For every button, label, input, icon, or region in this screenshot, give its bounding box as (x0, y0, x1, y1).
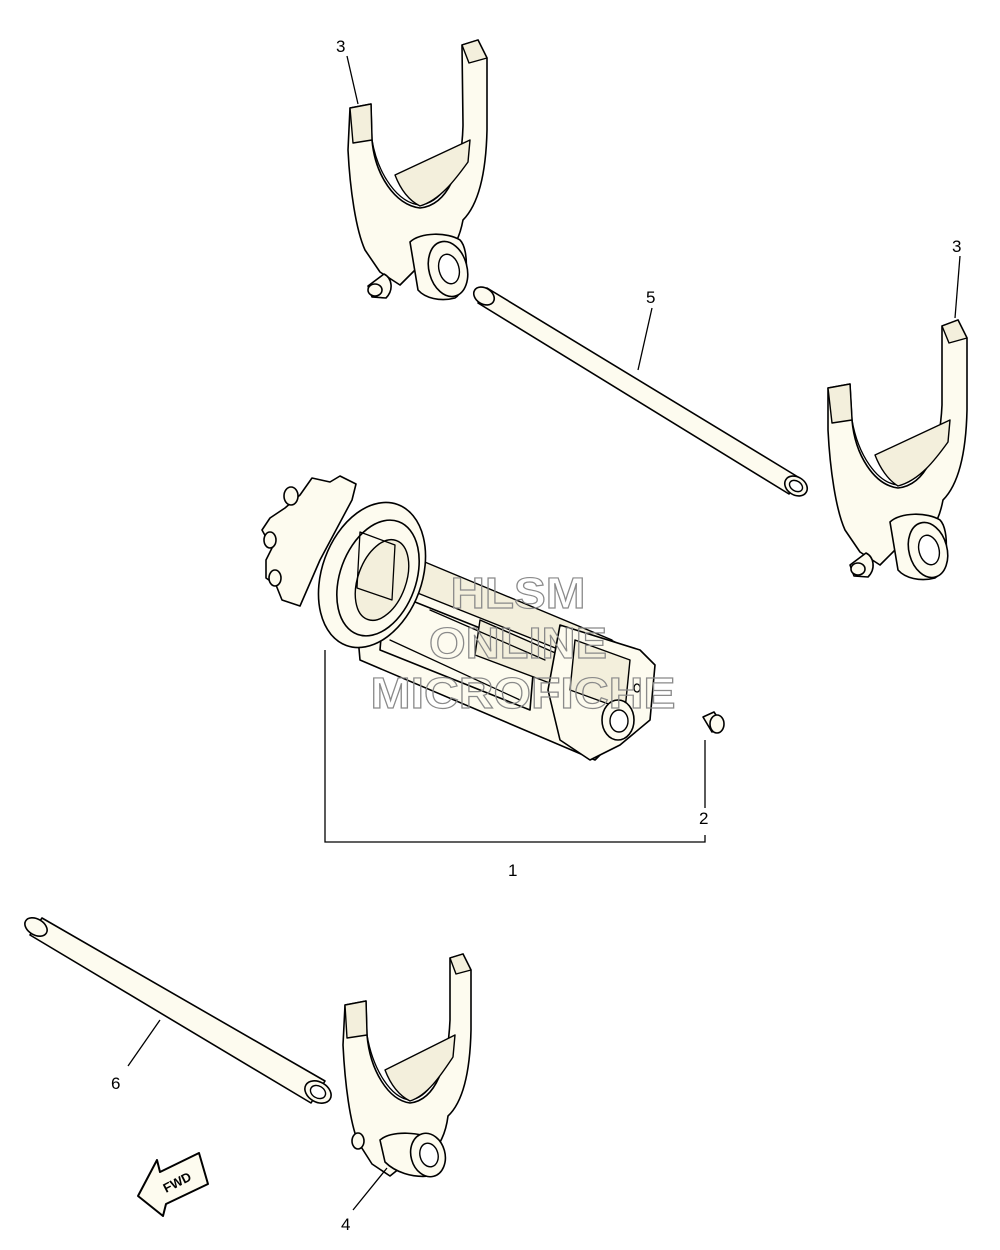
callout-6: 6 (111, 1074, 120, 1093)
shift-fork-right[interactable] (827, 319, 968, 582)
callout-3-right: 3 (952, 237, 961, 256)
shift-drum-assembly[interactable] (261, 475, 656, 761)
guide-bar-upper[interactable] (470, 283, 811, 500)
guide-bar-lower[interactable] (22, 914, 336, 1108)
callout-5: 5 (646, 288, 655, 307)
watermark-line-3: MICROFICHE (371, 669, 676, 718)
callout-2: 2 (699, 809, 708, 828)
shift-fork-bottom[interactable] (342, 953, 472, 1181)
callout-3-top: 3 (336, 37, 345, 56)
watermark-line-2: ONLINE (429, 619, 607, 668)
watermark-line-1: HLSM (451, 569, 586, 618)
fwd-arrow-icon: FWD (137, 1152, 209, 1217)
drum-pin[interactable] (702, 711, 725, 734)
shift-fork-top[interactable] (347, 39, 488, 301)
leader-lines (127, 55, 961, 1211)
callout-4: 4 (341, 1215, 350, 1234)
callout-labels: 1 2 3 3 4 5 6 (111, 37, 961, 1234)
watermark: HLSM ONLINE MICROFICHE (370, 568, 676, 718)
callout-1: 1 (508, 861, 517, 880)
